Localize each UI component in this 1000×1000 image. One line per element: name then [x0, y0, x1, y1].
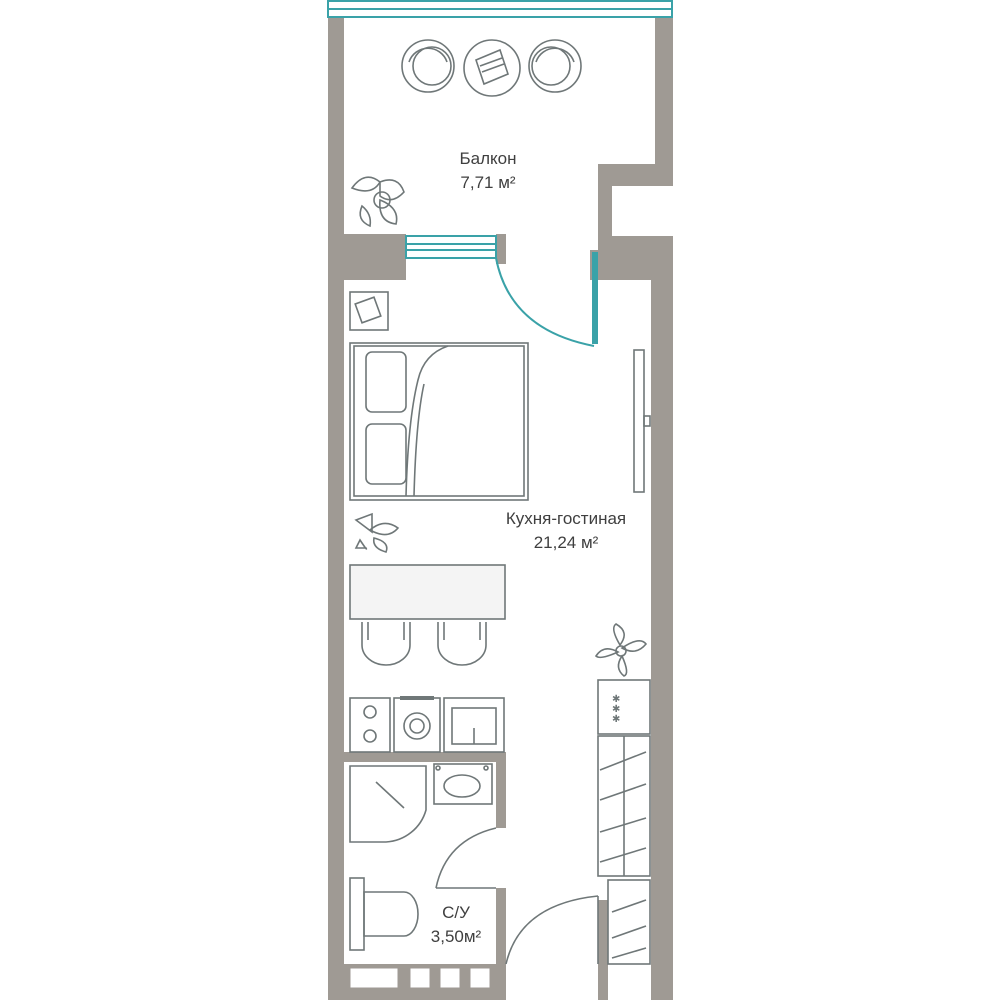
svg-text:✱: ✱	[612, 704, 620, 715]
wall-left	[328, 18, 344, 1000]
wall-balcony-step	[598, 164, 673, 186]
wall-balcony-step-vertical	[598, 164, 612, 254]
bottom-wall-voids	[349, 967, 491, 989]
chair-icon	[361, 622, 411, 666]
table-icon	[349, 564, 506, 620]
chair-icon	[437, 622, 487, 666]
room-label-balcony: Балкон 7,71 м²	[459, 149, 516, 192]
coffee-table-icon	[463, 39, 521, 97]
wall-partition-mid	[496, 234, 506, 264]
room-label-living: Кухня-гостиная 21,24 м²	[506, 509, 626, 552]
room-name-bathroom: С/У	[442, 903, 470, 922]
wall-balcony-right	[655, 18, 673, 172]
bed-icon	[349, 342, 529, 501]
tv-icon	[633, 349, 651, 493]
armchair-icon	[528, 39, 582, 93]
svg-text:✱: ✱	[612, 714, 620, 725]
shower-icon	[349, 765, 427, 843]
wall-bath-right-bottom	[496, 888, 506, 1000]
room-area-living: 21,24 м²	[534, 533, 599, 552]
toilet-icon	[349, 877, 419, 951]
sink-icon	[443, 697, 505, 753]
sink-icon	[433, 763, 493, 805]
washing-machine-icon	[393, 696, 441, 753]
plant-icon	[594, 623, 648, 677]
room-area-balcony: 7,71 м²	[460, 173, 515, 192]
room-name-living: Кухня-гостиная	[506, 509, 626, 528]
wall-partition-left	[328, 234, 406, 280]
wardrobe-icon: ✱ ✱ ✱	[597, 679, 651, 965]
stove-icon	[349, 697, 391, 753]
room-label-bathroom: С/У 3,50м²	[431, 903, 482, 946]
room-area-bathroom: 3,50м²	[431, 927, 482, 946]
wall-bath-top	[344, 752, 504, 762]
wall-bath-right-top	[496, 752, 506, 828]
armchair-icon	[401, 39, 455, 93]
door-icon	[495, 252, 598, 347]
nightstand-icon	[349, 291, 389, 331]
door-icon	[505, 895, 599, 965]
plant-icon	[354, 512, 400, 553]
wall-right	[651, 236, 673, 1000]
room-name-balcony: Балкон	[459, 149, 516, 168]
svg-text:✱: ✱	[612, 694, 620, 705]
plant-icon	[350, 176, 405, 228]
door-icon	[435, 827, 497, 889]
window-icon	[327, 0, 673, 259]
wall-entry	[598, 900, 608, 1000]
